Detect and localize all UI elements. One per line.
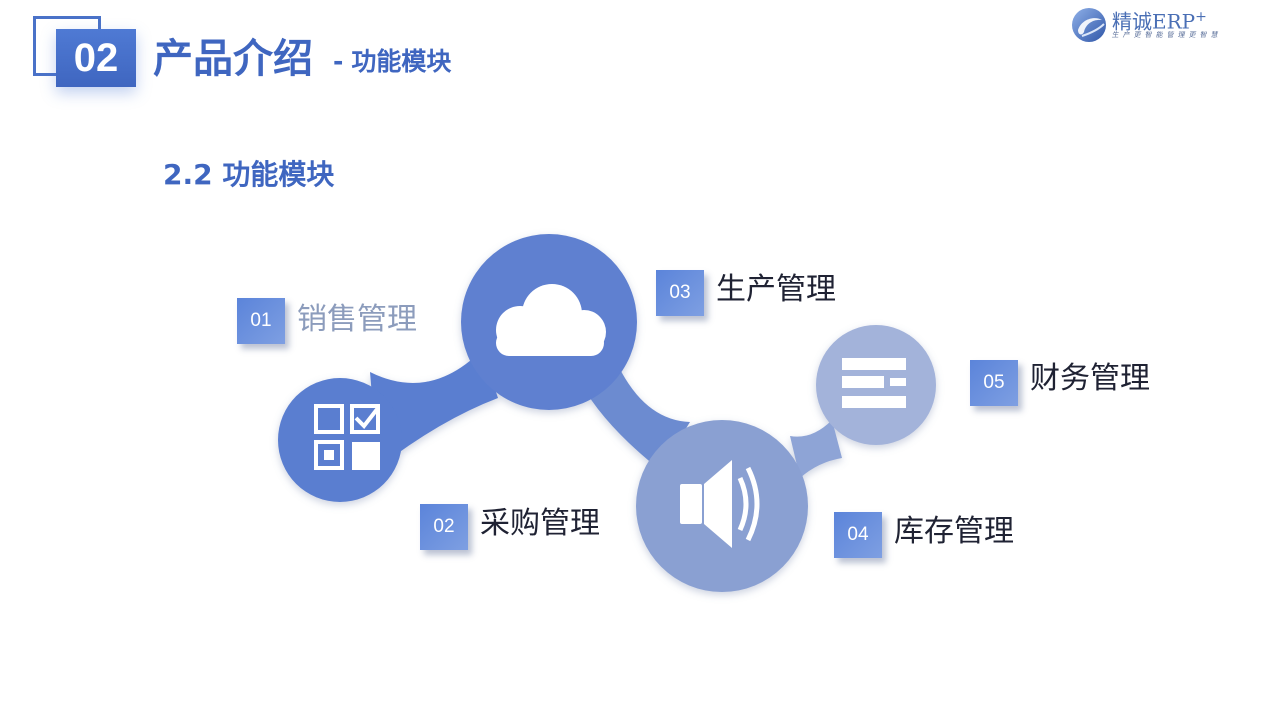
module-label: 库存管理 <box>894 514 1014 549</box>
module-number-tag: 05 <box>970 360 1018 406</box>
connector-1-2 <box>370 350 498 468</box>
module-label: 财务管理 <box>1030 361 1150 396</box>
brand-name: 精诚ERP+ <box>1112 9 1207 34</box>
list-lines-icon <box>842 358 906 408</box>
connector-3-4 <box>790 420 842 478</box>
header-subtitle-wrap: -功能模块 <box>333 45 451 79</box>
module-label: 销售管理 <box>297 302 417 337</box>
module-label: 生产管理 <box>716 272 836 307</box>
header-title: 产品介绍 <box>153 36 313 82</box>
header-section-number: 02 <box>56 29 136 87</box>
brand-swoosh-icon <box>1072 8 1106 42</box>
module-number-tag: 02 <box>420 504 468 550</box>
module-number-tag: 03 <box>656 270 704 316</box>
header-subtitle: 功能模块 <box>351 47 452 76</box>
brand-logo: 精诚ERP+ 生产更智能管理更智慧 <box>1068 2 1273 46</box>
brand-superscript: + <box>1195 9 1207 25</box>
cloud-icon <box>496 284 606 356</box>
header-dash: - <box>333 47 344 76</box>
module-number-tag: 01 <box>237 298 285 344</box>
section-title: 2.2 功能模块 <box>163 158 335 191</box>
speaker-icon <box>680 460 760 548</box>
module-number-tag: 04 <box>834 512 882 558</box>
module-label: 采购管理 <box>480 506 600 541</box>
qr-check-icon <box>314 404 380 470</box>
